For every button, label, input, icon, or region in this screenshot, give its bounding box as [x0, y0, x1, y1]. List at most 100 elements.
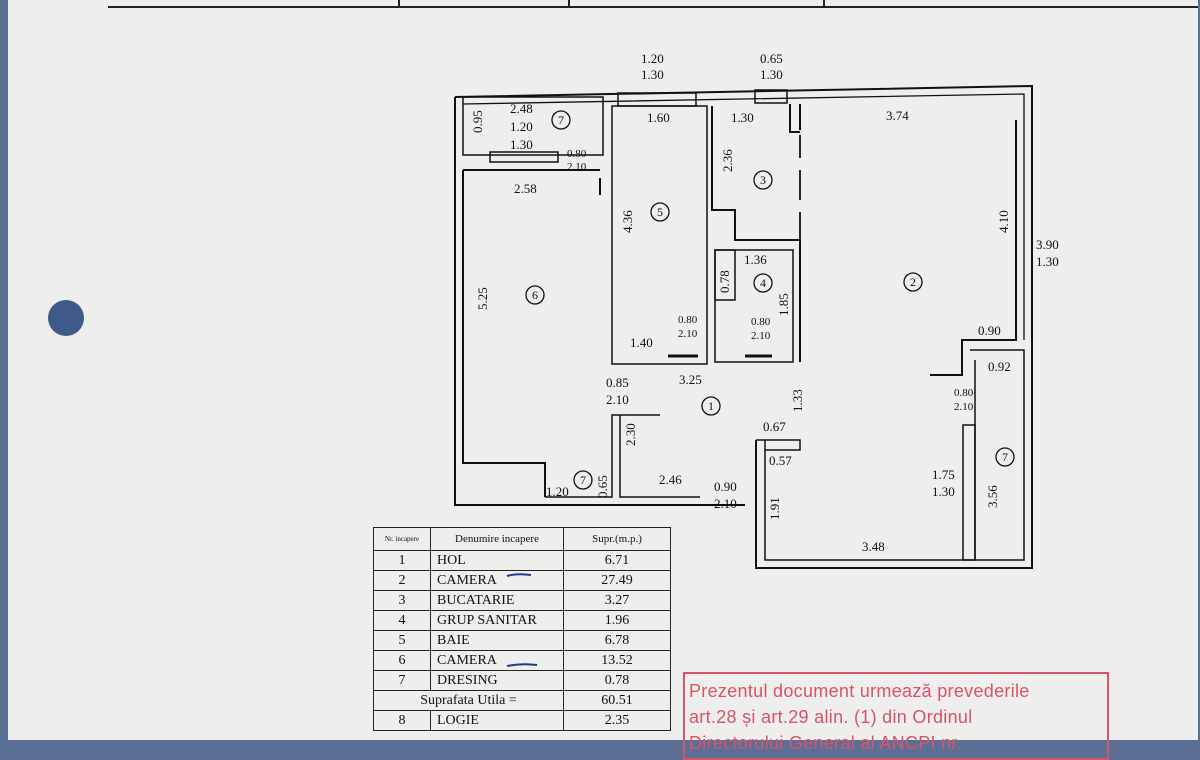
- cell-name: LOGIE: [430, 710, 564, 731]
- dim-label: 0.92: [988, 359, 1011, 374]
- floor-plan: 1.20 1.30 0.65 1.30 0.95 2.48 1.20 1.30 …: [454, 51, 1059, 667]
- col-header-nr: Nr. incapere: [373, 527, 431, 551]
- cell-nr: 4: [373, 610, 431, 631]
- dim-label: 1.30: [1036, 254, 1059, 269]
- dim-label: 0.67: [763, 419, 786, 434]
- title-block-border: [108, 0, 1198, 8]
- dim-label: 0.90: [714, 479, 737, 494]
- room-marker-circle: [701, 396, 721, 416]
- room-number: 1: [708, 399, 714, 413]
- table-row: 8 LOGIE 2.35: [373, 710, 671, 731]
- dim-label: 1.30: [641, 67, 664, 82]
- dim-label: 1.20: [641, 51, 664, 66]
- dim-label: 1.75: [932, 467, 955, 482]
- wall-line: [789, 104, 800, 133]
- wall-line: [970, 349, 1025, 561]
- wall-line: [754, 89, 788, 104]
- dim-label: 1.33: [790, 389, 805, 412]
- room-number: 4: [760, 276, 766, 290]
- plan-group: [454, 84, 1033, 569]
- room-number: 7: [1002, 450, 1008, 464]
- stamp-line: art.28 și art.29 alin. (1) din Ordinul: [689, 707, 973, 727]
- wall-line: [617, 92, 697, 107]
- dim-label: 2.10: [954, 401, 974, 413]
- total-label: Suprafata Utila =: [373, 690, 564, 711]
- dim-label: 2.10: [678, 328, 698, 340]
- cell-name: CAMERA: [430, 570, 564, 591]
- room-number: 3: [760, 173, 766, 187]
- dim-label: 2.48: [510, 101, 533, 116]
- cell-name: GRUP SANITAR: [430, 610, 564, 631]
- room-marker-circle: [650, 202, 670, 222]
- dim-label: 0.57: [769, 453, 792, 468]
- total-value: 60.51: [563, 690, 671, 711]
- room-number: 6: [532, 288, 538, 302]
- cell-nr: 2: [373, 570, 431, 591]
- dim-label: 3.56: [985, 485, 1000, 508]
- cell-nr: 5: [373, 630, 431, 651]
- dim-label: 2.10: [606, 392, 629, 407]
- dim-label: 2.30: [623, 423, 638, 446]
- room-marker-circle: [753, 170, 773, 190]
- cell-area: 0.78: [563, 670, 671, 691]
- dim-label: 1.30: [731, 110, 754, 125]
- cell-area: 13.52: [563, 650, 671, 671]
- table-row: 3 BUCATARIE 3.27: [373, 590, 671, 611]
- cell-name: DRESING: [430, 670, 564, 691]
- table-row: 6 CAMERA 13.52: [373, 650, 671, 671]
- table-row: 7 DRESING 0.78: [373, 670, 671, 691]
- cell-area: 27.49: [563, 570, 671, 591]
- dim-label: 0.95: [470, 110, 485, 133]
- cell-nr: 7: [373, 670, 431, 691]
- room-marker-circle: [995, 447, 1015, 467]
- wall-line: [930, 120, 1017, 376]
- dim-label: 3.25: [679, 372, 702, 387]
- table-row: 2 CAMERA 27.49: [373, 570, 671, 591]
- cell-area: 6.71: [563, 550, 671, 571]
- dim-label: 1.20: [510, 119, 533, 134]
- wall-line: [962, 424, 976, 561]
- dim-label: 1.60: [647, 110, 670, 125]
- cell-area: 6.78: [563, 630, 671, 651]
- col-header-area: Supr.(m.p.): [563, 527, 671, 551]
- table-row: 1 HOL 6.71: [373, 550, 671, 571]
- room-number: 5: [657, 205, 663, 219]
- table-row: 4 GRUP SANITAR 1.96: [373, 610, 671, 631]
- wall-line: [462, 96, 604, 156]
- wall-line: [619, 415, 700, 498]
- cell-name: CAMERA: [430, 650, 564, 671]
- table-row: 5 BAIE 6.78: [373, 630, 671, 651]
- dim-label: 2.10: [751, 330, 771, 342]
- wall-line: [764, 360, 976, 561]
- cell-name: HOL: [430, 550, 564, 571]
- cell-area: 3.27: [563, 590, 671, 611]
- dim-label: 0.65: [595, 475, 610, 498]
- room-marker-circle: [753, 273, 773, 293]
- dim-label: 3.90: [1036, 237, 1059, 252]
- wall-line: [489, 151, 559, 163]
- dim-label: 1.20: [546, 484, 569, 499]
- room-marker-circle: [551, 110, 571, 130]
- dim-label: 3.74: [886, 108, 909, 123]
- dim-label: 0.65: [760, 51, 783, 66]
- stamp-line: Prezentul document urmează prevederile: [689, 681, 1030, 701]
- wall-line: [454, 84, 1033, 569]
- table-header-row: Nr. incapere Denumire incapere Supr.(m.p…: [373, 527, 671, 551]
- dimension-labels: 1.20 1.30 0.65 1.30 0.95 2.48 1.20 1.30 …: [470, 51, 1059, 554]
- dim-label: 1.40: [630, 335, 653, 350]
- cell-name: BUCATARIE: [430, 590, 564, 611]
- dim-label: 2.58: [514, 181, 537, 196]
- wall-line: [756, 439, 801, 451]
- dim-label: 1.36: [744, 252, 767, 267]
- room-number: 7: [558, 113, 564, 127]
- dim-label: 5.25: [475, 287, 490, 310]
- wall-line: [462, 169, 601, 497]
- dim-label: 0.90: [978, 323, 1001, 338]
- dim-label: 2.10: [567, 161, 587, 173]
- wall-line: [714, 249, 794, 363]
- cell-name: BAIE: [430, 630, 564, 651]
- room-number: 7: [580, 473, 586, 487]
- dim-label: 2.10: [714, 496, 737, 511]
- dim-label: 0.78: [717, 270, 732, 293]
- col-header-name: Denumire incapere: [430, 527, 564, 551]
